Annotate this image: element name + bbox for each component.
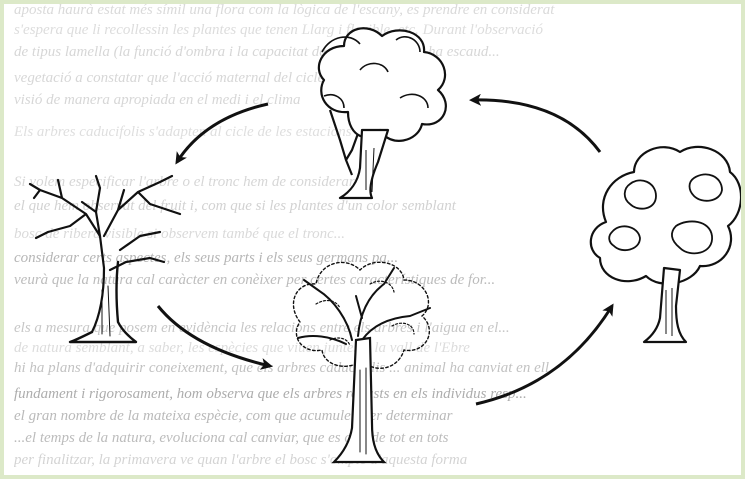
arrow-spring-to-autumn [476, 306, 612, 404]
arrow-autumn-to-summer [472, 100, 600, 152]
tree-full-foliage [319, 28, 446, 198]
arrow-winter-to-spring [158, 306, 270, 366]
tree-blossoming [293, 262, 430, 462]
tree-round-crown-fruits [591, 147, 741, 342]
tree-bare-branches [30, 176, 180, 342]
arrow-summer-to-winter [177, 104, 268, 162]
